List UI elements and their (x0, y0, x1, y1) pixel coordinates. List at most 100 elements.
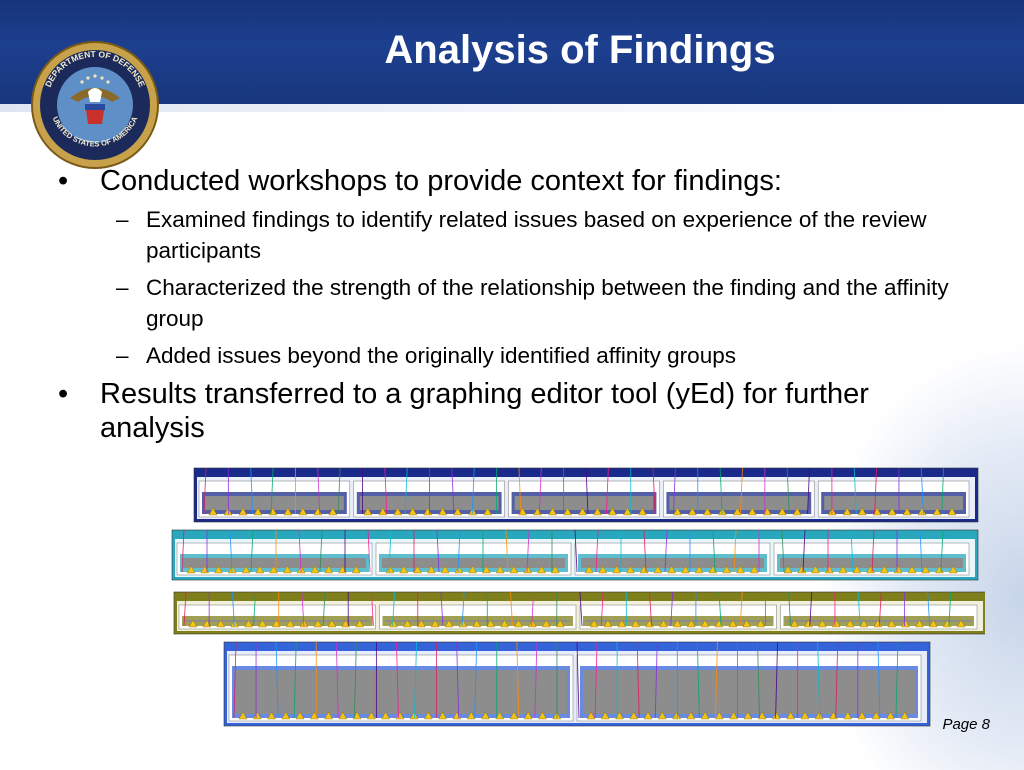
finding-triangle-icon (523, 711, 533, 720)
affinity-link-line (392, 591, 396, 627)
finding-triangle-icon (657, 711, 667, 720)
affinity-link-line (275, 641, 279, 719)
slide-title: Analysis of Findings (384, 28, 776, 72)
finding-triangle-icon (255, 565, 265, 574)
finding-triangle-icon (857, 507, 867, 516)
affinity-link-line (518, 467, 522, 515)
sub-bullet-text: Characterized the strength of the relati… (146, 275, 949, 331)
finding-triangle-icon (509, 711, 519, 720)
finding-triangle-icon (886, 711, 895, 720)
finding-triangle-icon (852, 565, 862, 574)
affinity-link-line (233, 641, 237, 719)
program-inner (183, 558, 366, 568)
affinity-link-line (941, 467, 945, 515)
finding-triangle-icon (454, 565, 464, 574)
finding-triangle-icon (915, 619, 924, 628)
affinity-link-line (940, 529, 944, 573)
finding-triangle-icon (814, 711, 824, 720)
sub-bullet-text: Added issues beyond the originally ident… (146, 343, 736, 368)
finding-triangle-icon (186, 565, 196, 574)
finding-triangle-icon (486, 619, 496, 628)
affinity-link-line (576, 641, 580, 719)
affinity-link-line (322, 591, 326, 627)
finding-triangle-icon (399, 565, 409, 574)
finding-triangle-icon (367, 711, 376, 720)
program-inner (581, 558, 764, 568)
finding-triangle-icon (598, 565, 608, 574)
finding-triangle-icon (514, 619, 523, 628)
finding-triangle-icon (643, 711, 653, 720)
finding-triangle-icon (363, 507, 373, 516)
finding-triangle-icon (947, 507, 957, 516)
program-inner (205, 496, 344, 510)
finding-triangle-icon (238, 711, 248, 720)
affinity-link-line (672, 467, 676, 515)
program-inner (385, 620, 570, 622)
affinity-link-line (436, 529, 440, 573)
finding-triangle-icon (703, 507, 712, 516)
affinity-link-line (733, 529, 737, 573)
finding-triangle-icon (625, 565, 635, 574)
bullet-text: Conducted workshops to provide context f… (100, 165, 782, 197)
finding-triangle-icon (681, 565, 690, 574)
affinity-link-line (857, 591, 861, 627)
program-inner (786, 620, 971, 622)
finding-triangle-icon (403, 619, 412, 628)
finding-triangle-icon (792, 507, 802, 516)
finding-triangle-icon (686, 619, 696, 628)
affinity-link-line (335, 641, 339, 719)
finding-triangle-icon (747, 507, 757, 516)
program-inner (586, 620, 771, 622)
finding-triangle-icon (838, 565, 848, 574)
affinity-link-line (579, 591, 583, 627)
affinity-link-line (878, 591, 882, 627)
affinity-link-line (474, 641, 478, 719)
affinity-link-line (649, 591, 652, 627)
finding-triangle-icon (824, 565, 834, 574)
finding-triangle-icon (783, 565, 793, 574)
affinity-link-line (516, 641, 520, 719)
affinity-link-line (670, 591, 674, 627)
affinity-link-line (531, 591, 535, 627)
finding-triangle-icon (241, 565, 251, 574)
affinity-link-line (203, 467, 207, 515)
finding-triangle-icon (509, 565, 519, 574)
affinity-link-line (757, 641, 760, 719)
finding-triangle-icon (238, 507, 248, 516)
affinity-link-line (250, 467, 254, 515)
finding-triangle-icon (772, 711, 781, 720)
finding-triangle-icon (672, 619, 682, 628)
affinity-link-line (850, 529, 854, 573)
affinity-link-line (456, 641, 460, 719)
affinity-link-line (712, 529, 716, 573)
affinity-link-line (835, 641, 839, 719)
finding-triangle-icon (563, 507, 572, 516)
finding-triangle-icon (612, 565, 621, 574)
finding-triangle-icon (550, 565, 560, 574)
finding-triangle-icon (438, 507, 448, 516)
finding-triangle-icon (481, 711, 490, 720)
finding-triangle-icon (281, 711, 291, 720)
finding-triangle-icon (285, 619, 295, 628)
program-inner (780, 558, 963, 568)
affinity-link-line (788, 591, 792, 627)
finding-triangle-icon (729, 711, 738, 720)
title-band (0, 0, 1024, 104)
sub-bullet-item: – Examined findings to identify related … (58, 204, 978, 266)
affinity-link-line (643, 529, 647, 573)
finding-triangle-icon (310, 565, 320, 574)
finding-triangle-icon (786, 711, 795, 720)
finding-triangle-icon (880, 565, 889, 574)
finding-triangle-icon (324, 711, 333, 720)
finding-triangle-icon (694, 565, 704, 574)
finding-triangle-icon (351, 565, 361, 574)
finding-triangle-icon (244, 619, 253, 628)
finding-triangle-icon (482, 565, 491, 574)
finding-triangle-icon (541, 619, 551, 628)
yed-graph-image (170, 466, 987, 728)
finding-triangle-icon (324, 565, 334, 574)
affinity-link-line (538, 467, 542, 515)
affinity-link-line (526, 529, 530, 573)
finding-triangle-icon (495, 565, 505, 574)
finding-triangle-icon (623, 507, 632, 516)
